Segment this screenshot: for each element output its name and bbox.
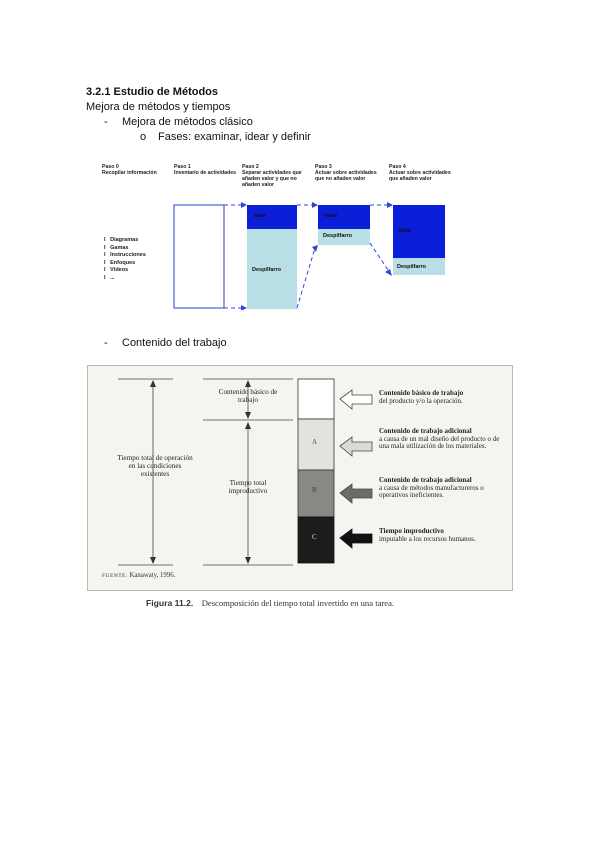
source-item: I Vídeos	[104, 267, 129, 274]
figure-source: FUENTE: Kanawaty, 1996.	[102, 572, 176, 579]
bullet-marker: -	[104, 337, 108, 349]
total-time-label: Tiempo total de operación en las condici…	[117, 454, 193, 478]
segment-letter-c: C	[312, 533, 317, 541]
sub-bullet-marker: o	[140, 131, 147, 143]
figure-caption: Figura 11.2. Descomposición del tiempo t…	[146, 598, 395, 608]
steps-diagram-graphic	[173, 202, 445, 310]
source-item: I Diagramas	[104, 237, 139, 243]
waste-label-step3: Despilfarro	[323, 233, 353, 239]
source-item: I Gamas	[104, 244, 129, 251]
sub-bullet-phases: Fases: examinar, idear y definir	[158, 131, 311, 143]
work-content-figure: Tiempo total de operación en las condici…	[87, 365, 513, 591]
segment-letter-a: A	[312, 438, 318, 446]
section-heading: 3.2.1 Estudio de Métodos	[86, 86, 219, 98]
unproductive-time-label: Tiempo total improductivo	[228, 479, 268, 495]
bullet-classic-methods: Mejora de métodos clásico	[122, 116, 253, 128]
bullet-work-content: Contenido del trabajo	[122, 337, 227, 349]
source-item: I ...	[104, 274, 115, 281]
source-item: I Instrucciones	[104, 252, 146, 259]
section-subheading: Mejora de métodos y tiempos	[86, 101, 231, 113]
value-label-step2: Valor	[253, 213, 267, 219]
value-label-step3: Valor	[324, 213, 338, 219]
segment-letter-b: B	[312, 486, 317, 494]
waste-label-step2: Despilfarro	[252, 267, 282, 273]
value-label-step4: Valor	[398, 228, 412, 234]
waste-label-step4: Despilfarro	[397, 264, 427, 270]
source-item: I Enfoques	[104, 259, 136, 266]
basic-content-label: Contenido básico de trabajo	[218, 388, 278, 404]
bullet-marker: -	[104, 116, 108, 128]
work-content-graphic	[118, 378, 373, 566]
source-list: I Diagramas I Gamas I Instrucciones I En…	[104, 237, 146, 283]
